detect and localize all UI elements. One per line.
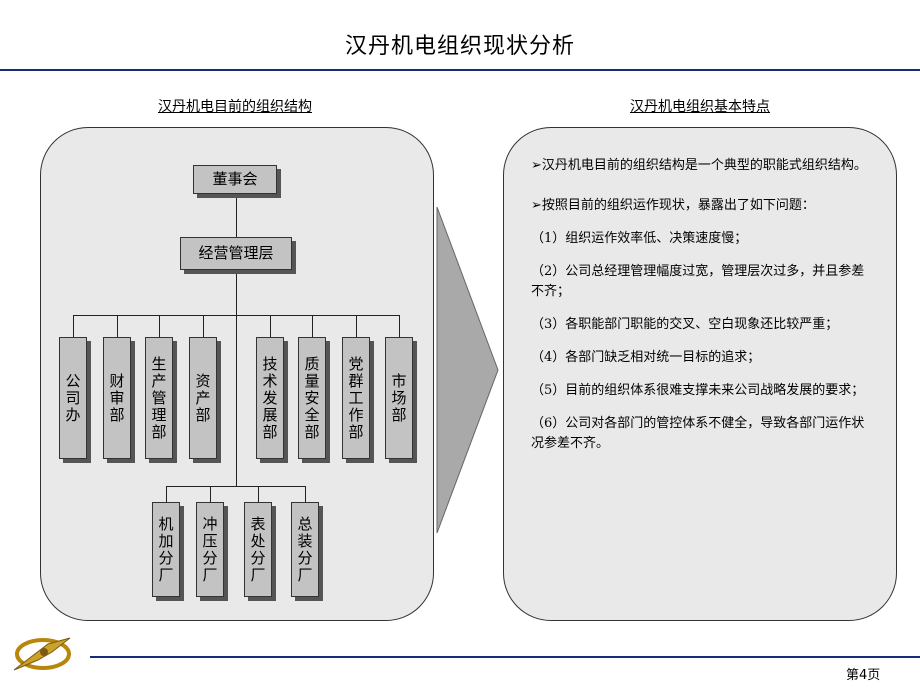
feature-paragraph-3: （1）组织运作效率低、决策速度慢； [531, 231, 748, 246]
top-rule [0, 69, 920, 71]
dept-box-4: 资产部 [189, 337, 217, 459]
feature-paragraph-1: ➢汉丹机电目前的组织结构是一个典型的职能式组织结构。 [531, 158, 867, 173]
dept-box-6: 质量安全部 [298, 337, 326, 459]
connector-trunk [236, 270, 237, 486]
features-panel [503, 127, 897, 621]
factory-box-1: 机加分厂 [152, 502, 180, 597]
page-title: 汉丹机电组织现状分析 [344, 34, 575, 59]
factory-box-3: 表处分厂 [244, 502, 272, 597]
connector-factory-1 [166, 486, 167, 502]
dept-box-1: 公司办 [59, 337, 87, 459]
bottom-rule [90, 656, 920, 658]
connector-factory-2 [210, 486, 211, 502]
org-chart-panel [40, 127, 434, 621]
board-box: 董事会 [193, 165, 277, 194]
right-arrow-icon [436, 206, 499, 534]
company-logo-icon [13, 637, 71, 671]
factory-box-4: 总装分厂 [291, 502, 319, 597]
dept-box-8: 市场部 [385, 337, 413, 459]
dept-box-2: 财审部 [103, 337, 131, 459]
connector-dept-4 [203, 315, 204, 337]
connector-dept-8 [399, 315, 400, 337]
connector-factories-bar [166, 486, 305, 487]
connector-dept-5 [270, 315, 271, 337]
connector-board-management [236, 194, 237, 238]
feature-paragraph-2: ➢按照目前的组织运作现状，暴露出了如下问题： [531, 198, 815, 213]
connector-dept-2 [117, 315, 118, 337]
feature-paragraph-8: （6）公司对各部门的管控体系不健全，导致各部门运作状况参差不齐。 [531, 416, 865, 451]
dept-box-3: 生产管理部 [145, 337, 173, 459]
connector-factory-3 [258, 486, 259, 502]
connector-departments-bar [73, 315, 399, 316]
feature-paragraph-6: （4）各部门缺乏相对统一目标的追求； [531, 350, 761, 365]
feature-paragraph-5: （3）各职能部门职能的交叉、空白现象还比较严重； [531, 317, 839, 332]
features-text: ➢汉丹机电目前的组织结构是一个典型的职能式组织结构。 ➢按照目前的组织运作现状，… [531, 156, 871, 467]
management-box: 经营管理层 [180, 237, 292, 270]
right-subtitle: 汉丹机电组织基本特点 [630, 99, 770, 115]
connector-factory-4 [305, 486, 306, 502]
connector-dept-3 [159, 315, 160, 337]
connector-dept-1 [73, 315, 74, 337]
connector-dept-7 [356, 315, 357, 337]
page-number: 第4页 [846, 668, 881, 683]
connector-dept-6 [312, 315, 313, 337]
feature-paragraph-4: （2）公司总经理管理幅度过宽，管理层次过多，并且参差不齐； [531, 264, 865, 299]
dept-box-7: 党群工作部 [342, 337, 370, 459]
dept-box-5: 技术发展部 [256, 337, 284, 459]
feature-paragraph-7: （5）目前的组织体系很难支撑未来公司战略发展的要求； [531, 383, 865, 398]
left-subtitle: 汉丹机电目前的组织结构 [158, 99, 312, 115]
factory-box-2: 冲压分厂 [196, 502, 224, 597]
